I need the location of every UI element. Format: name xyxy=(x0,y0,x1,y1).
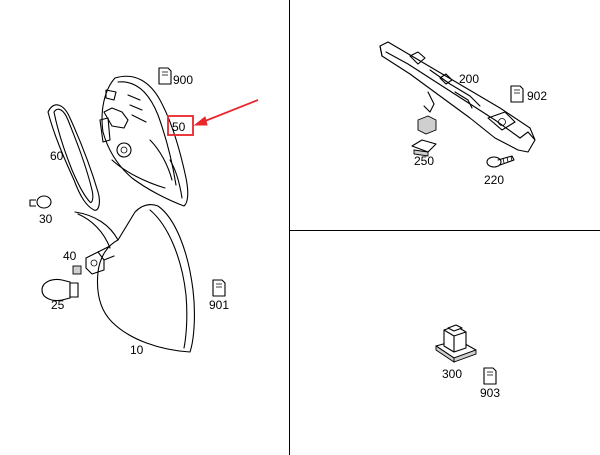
part-220-screw[interactable] xyxy=(486,155,515,168)
label-901: 901 xyxy=(209,298,229,312)
label-900: 900 xyxy=(173,73,193,87)
part-200-rail-bracket[interactable] xyxy=(379,41,536,153)
label-30: 30 xyxy=(39,212,53,226)
label-250: 250 xyxy=(414,154,434,168)
label-50: 50 xyxy=(172,120,186,134)
label-40: 40 xyxy=(63,249,77,263)
part-25-bulb[interactable] xyxy=(41,265,82,302)
tag-901[interactable] xyxy=(212,279,226,297)
document-tag-icon xyxy=(510,85,524,103)
part-10-lens[interactable] xyxy=(74,204,195,353)
part-50-lamp-housing[interactable] xyxy=(99,75,189,207)
document-tag-icon xyxy=(212,279,226,297)
tag-902[interactable] xyxy=(510,85,524,103)
highlight-box-50 xyxy=(167,115,194,136)
highlight-arrow-icon xyxy=(193,99,259,126)
label-300: 300 xyxy=(442,367,462,381)
tag-903[interactable] xyxy=(483,367,497,385)
part-300-connector[interactable] xyxy=(435,324,477,363)
part-40-socket[interactable] xyxy=(85,245,115,275)
document-tag-icon xyxy=(483,367,497,385)
label-25: 25 xyxy=(51,298,65,312)
part-250-clip[interactable] xyxy=(411,115,437,157)
tag-900[interactable] xyxy=(158,67,172,85)
label-220: 220 xyxy=(484,173,504,187)
label-903: 903 xyxy=(480,386,500,400)
part-60-gasket[interactable] xyxy=(47,104,100,211)
label-200: 200 xyxy=(459,72,479,86)
part-30-bulb[interactable] xyxy=(29,195,52,209)
label-60: 60 xyxy=(50,149,64,163)
label-902: 902 xyxy=(527,89,547,103)
document-tag-icon xyxy=(158,67,172,85)
label-10: 10 xyxy=(130,343,144,357)
